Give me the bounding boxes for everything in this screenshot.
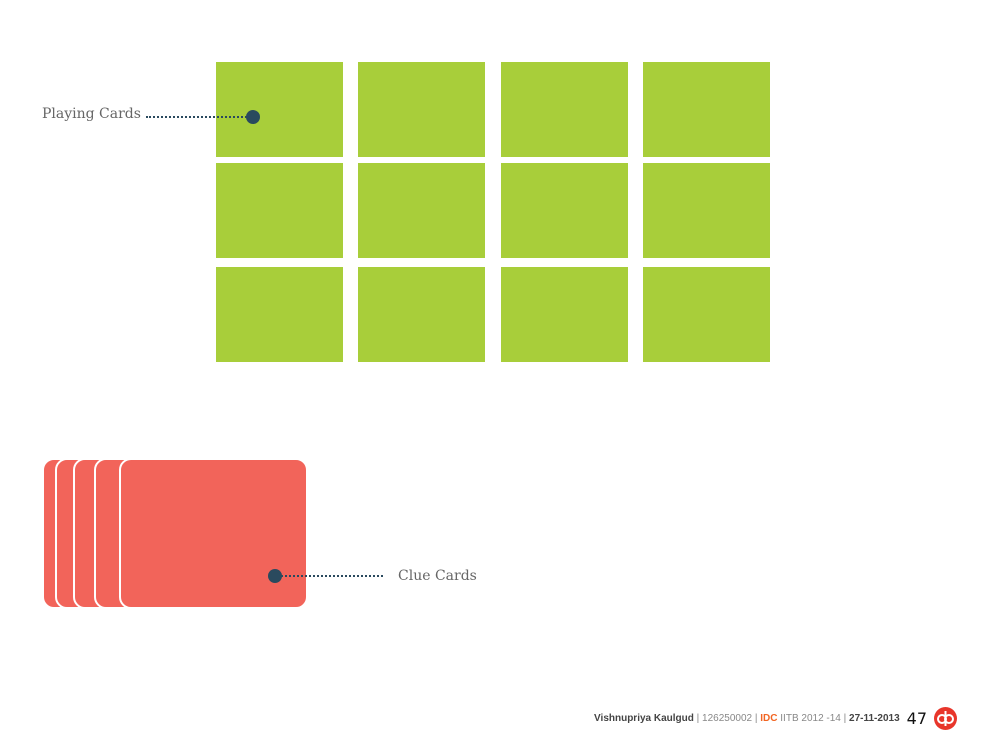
playing-card (501, 62, 628, 157)
playing-card (501, 267, 628, 362)
playing-card (216, 62, 343, 157)
playing-card (216, 163, 343, 258)
footer-org: IDC (760, 713, 778, 724)
clue-cards-marker (268, 569, 282, 583)
playing-card (643, 62, 770, 157)
footer-date: 27-11-2013 (849, 713, 900, 724)
clue-cards-label: Clue Cards (398, 568, 477, 584)
playing-card (358, 163, 485, 258)
clue-cards-leader (276, 575, 383, 577)
idc-logo (934, 707, 957, 730)
page-number: 47 (906, 709, 927, 728)
playing-cards-marker (246, 110, 260, 124)
playing-card (643, 267, 770, 362)
playing-card (358, 62, 485, 157)
footer-id: 126250002 (702, 713, 753, 724)
playing-card (216, 267, 343, 362)
footer-author: Vishnupriya Kaulgud (594, 713, 694, 724)
playing-cards-label: Playing Cards (42, 106, 141, 122)
playing-cards-leader (146, 116, 254, 118)
footer-sep: | (693, 713, 703, 724)
footer-sep: | (752, 713, 761, 724)
playing-card (358, 267, 485, 362)
playing-card (501, 163, 628, 258)
footer-sep: | (840, 713, 850, 724)
footer-row: Vishnupriya Kaulgud | 126250002 | IDC II… (594, 707, 957, 730)
playing-card (643, 163, 770, 258)
footer-inst: IITB 2012 -14 (777, 713, 841, 724)
clue-card (119, 458, 308, 609)
footer: Vishnupriya Kaulgud | 126250002 | IDC II… (594, 713, 900, 724)
